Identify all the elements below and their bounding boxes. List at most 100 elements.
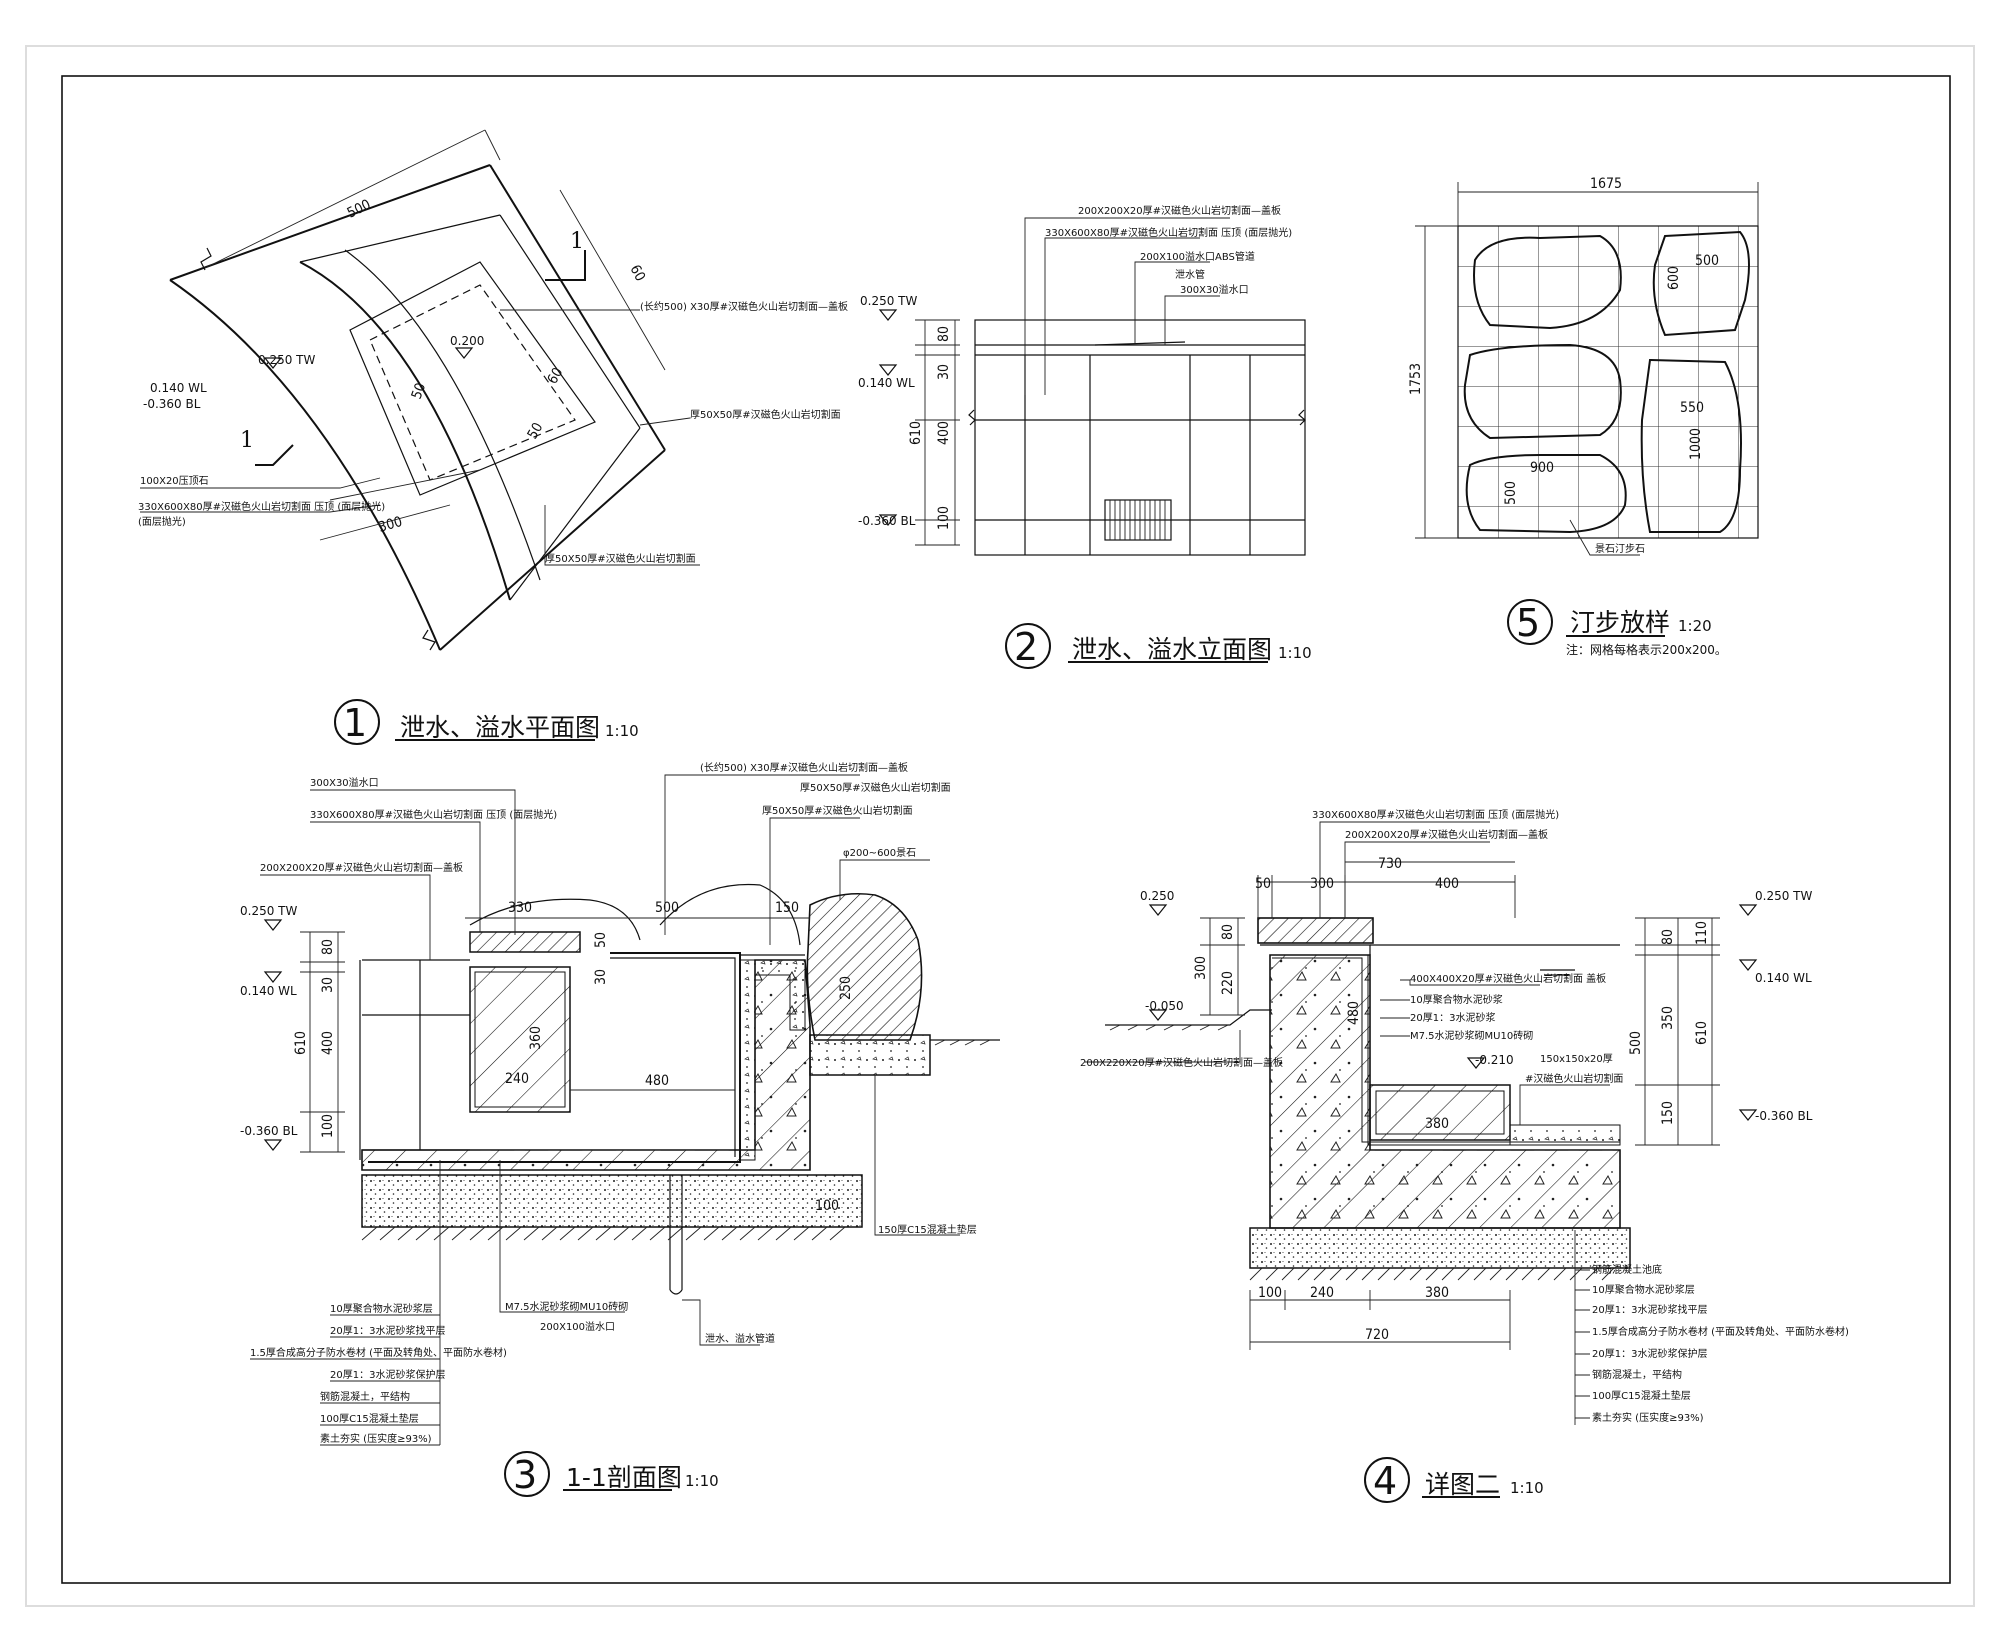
title-elevation: 2 泄水、溢水立面图 1:10 bbox=[1005, 623, 1312, 669]
stone-dim-500-bottom: 500 bbox=[1503, 481, 1519, 505]
sec-level-bl: -0.360 BL bbox=[240, 1124, 298, 1138]
sec-dim-480: 480 bbox=[645, 1073, 669, 1089]
det-layer-3: 1.5厚合成高分子防水卷材 (平面及转角处、平面防水卷材) bbox=[1592, 1325, 1849, 1338]
det-dim-500: 500 bbox=[1628, 1031, 1644, 1055]
sec-note-edge-a: 厚50X50厚#汉磁色火山岩切割面 bbox=[800, 781, 951, 794]
plan-level-200: 0.200 bbox=[450, 334, 484, 348]
det-dim-400: 400 bbox=[1435, 876, 1459, 892]
det-dim-80: 80 bbox=[1220, 924, 1236, 940]
sec-layer-3: 20厚1：3水泥砂浆保护层 bbox=[330, 1368, 445, 1381]
det-layer-4: 20厚1：3水泥砂浆保护层 bbox=[1592, 1347, 1707, 1360]
plan-level-tw: 0.250 TW bbox=[258, 353, 315, 367]
title-plan-number: 1 bbox=[343, 701, 367, 745]
sec-dim-610: 610 bbox=[293, 1031, 309, 1055]
elev-dim-100: 100 bbox=[936, 506, 952, 530]
det-level-250: 0.250 bbox=[1140, 889, 1174, 903]
sec-dim-240: 240 bbox=[505, 1071, 529, 1087]
det-level-bl: -0.360 BL bbox=[1755, 1109, 1813, 1123]
elev-dim-80: 80 bbox=[936, 326, 952, 342]
title-section-number: 3 bbox=[513, 1453, 537, 1497]
stone-dim-1000: 1000 bbox=[1688, 428, 1704, 460]
sheet-shadow bbox=[25, 45, 1975, 1607]
plan-note-edge-b: 厚50X50厚#汉磁色火山岩切割面 bbox=[545, 552, 696, 565]
det-dim-220: 220 bbox=[1220, 971, 1236, 995]
det-dim-50: 50 bbox=[1255, 876, 1271, 892]
sec-note-long-cover: (长约500) X30厚#汉磁色火山岩切割面—盖板 bbox=[700, 761, 908, 774]
title-plan-scale: 1:10 bbox=[605, 722, 639, 740]
det-layer-7: 素土夯实 (压实度≥93%) bbox=[1592, 1411, 1704, 1424]
sec-dim-360: 360 bbox=[528, 1026, 544, 1050]
sec-dim-100-r: 100 bbox=[815, 1198, 839, 1214]
det-dim-150: 150 bbox=[1660, 1101, 1676, 1125]
elev-note-cover: 200X200X20厚#汉磁色火山岩切割面—盖板 bbox=[1078, 204, 1281, 217]
det-dim-730: 730 bbox=[1378, 856, 1402, 872]
section-drawing: 80 30 610 400 100 330 500 150 50 30 360 … bbox=[240, 761, 1000, 1446]
det-dim-480: 480 bbox=[1346, 1001, 1362, 1025]
det-dim-350: 350 bbox=[1660, 1006, 1676, 1030]
title-section: 3 1-1剖面图 1:10 bbox=[504, 1451, 719, 1497]
sec-dim-50: 50 bbox=[593, 932, 609, 948]
title-detail-name: 详图二 bbox=[1425, 1470, 1500, 1499]
sec-note-edge-b: 厚50X50厚#汉磁色火山岩切割面 bbox=[762, 804, 913, 817]
title-plan: 1 泄水、溢水平面图 1:10 bbox=[334, 699, 639, 745]
plan-section-mark-right: 1 bbox=[570, 229, 584, 254]
det-dim-610: 610 bbox=[1694, 1021, 1710, 1045]
title-elevation-scale: 1:10 bbox=[1278, 644, 1312, 662]
title-plan-name: 泄水、溢水平面图 bbox=[400, 713, 600, 742]
stone-dim-500-top: 500 bbox=[1695, 253, 1719, 269]
stepping-stone-drawing: 500 600 550 1000 900 500 1675 1753 景石汀步石 bbox=[1408, 176, 1759, 556]
sec-dim-30: 30 bbox=[320, 977, 336, 993]
det-note-mortar20: 20厚1：3水泥砂浆 bbox=[1410, 1011, 1495, 1024]
sec-dim-330: 330 bbox=[508, 900, 532, 916]
det-dim-240: 240 bbox=[1310, 1285, 1334, 1301]
stone-dim-900: 900 bbox=[1530, 460, 1554, 476]
sec-level-tw: 0.250 TW bbox=[240, 904, 297, 918]
sec-dim-100: 100 bbox=[320, 1114, 336, 1138]
det-layer-2: 20厚1：3水泥砂浆找平层 bbox=[1592, 1303, 1707, 1316]
plan-dim-300: 300 bbox=[377, 514, 405, 536]
sec-dim-150: 150 bbox=[775, 900, 799, 916]
elevation-drawing: 80 30 610 400 100 0.250 TW 0.140 WL -0.3… bbox=[858, 204, 1306, 556]
elev-level-tw: 0.250 TW bbox=[860, 294, 917, 308]
det-level-wl: 0.140 WL bbox=[1755, 971, 1812, 985]
elev-note-overflow: 300X30溢水口 bbox=[1180, 283, 1249, 296]
det-dim-300-l: 300 bbox=[1193, 956, 1209, 980]
title-detail: 4 详图二 1:10 bbox=[1364, 1457, 1544, 1503]
plan-dim-50-b: 50 bbox=[525, 420, 547, 442]
title-stone-name: 汀步放样 bbox=[1570, 608, 1670, 637]
plan-note-edge-a: 厚50X50厚#汉磁色火山岩切割面 bbox=[690, 408, 841, 421]
det-dim-380-inner: 380 bbox=[1425, 1116, 1449, 1132]
plan-drawing: 1 1 500 60 300 50 60 50 0.250 TW 0.140 W… bbox=[138, 129, 848, 651]
plan-section-mark-left: 1 bbox=[240, 428, 254, 453]
stone-dim-550: 550 bbox=[1680, 400, 1704, 416]
sec-note-brick: M7.5水泥砂浆砌MU10砖砌 bbox=[505, 1300, 628, 1313]
title-section-scale: 1:10 bbox=[685, 1472, 719, 1490]
title-elevation-name: 泄水、溢水立面图 bbox=[1072, 635, 1272, 664]
det-note-stone: #汉磁色火山岩切割面 bbox=[1525, 1072, 1623, 1085]
sec-note-cover: 200X200X20厚#汉磁色火山岩切割面—盖板 bbox=[260, 861, 463, 874]
det-dim-80-r: 80 bbox=[1660, 929, 1676, 945]
sec-layer-2: 1.5厚合成高分子防水卷材 (平面及转角处、平面防水卷材) bbox=[250, 1346, 507, 1359]
sec-dim-500: 500 bbox=[655, 900, 679, 916]
sec-layer-0: 10厚聚合物水泥砂浆层 bbox=[330, 1302, 433, 1315]
sec-dim-30b: 30 bbox=[593, 969, 609, 985]
stone-note: 景石汀步石 bbox=[1595, 543, 1645, 555]
plan-dim-60: 60 bbox=[545, 365, 567, 387]
title-stone-number: 5 bbox=[1516, 601, 1540, 645]
detail-drawing: 50 300 730 400 80 300 220 110 80 350 500… bbox=[1080, 808, 1849, 1425]
elev-dim-30: 30 bbox=[936, 364, 952, 380]
plan-dim-60-top: 60 bbox=[626, 262, 648, 284]
sheet-border bbox=[61, 75, 1951, 1584]
plan-note-capstone-2: (面层抛光) bbox=[138, 515, 186, 528]
plan-note-cover: (长约500) X30厚#汉磁色火山岩切割面—盖板 bbox=[640, 300, 848, 313]
det-dim-720: 720 bbox=[1365, 1327, 1389, 1343]
title-stone-scale: 1:20 bbox=[1678, 617, 1712, 635]
sec-note-pipes: 泄水、溢水管道 bbox=[705, 1332, 775, 1345]
det-note-mortar10: 10厚聚合物水泥砂浆 bbox=[1410, 993, 1503, 1006]
elev-level-bl: -0.360 BL bbox=[858, 514, 916, 528]
sec-note-capstone: 330X600X80厚#汉磁色火山岩切割面 压顶 (面层抛光) bbox=[310, 808, 557, 821]
plan-level-wl: 0.140 WL bbox=[150, 381, 207, 395]
sec-layer-6: 素土夯实 (压实度≥93%) bbox=[320, 1432, 432, 1445]
title-detail-scale: 1:10 bbox=[1510, 1479, 1544, 1497]
plan-dim-500: 500 bbox=[345, 197, 374, 222]
